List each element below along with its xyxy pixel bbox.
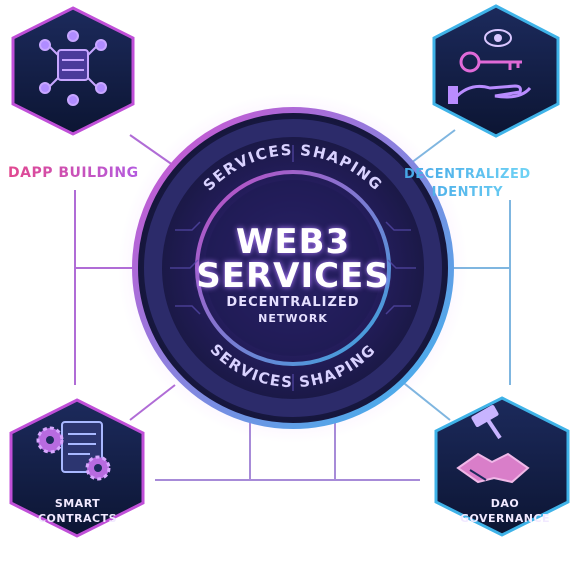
hex-dao-governance — [434, 396, 570, 537]
label-dao-governance: DAO GOVERNANCE — [430, 496, 580, 526]
center-subtitle-decentralized: DECENTRALIZED — [226, 295, 360, 310]
center-title-web3: WEB3 — [235, 222, 351, 262]
label-dao-line1: DAO — [490, 497, 520, 510]
center-subtitle-network: NETWORK — [258, 312, 328, 325]
gavel-handshake-icon — [456, 405, 530, 484]
label-smart-line1: SMART — [54, 497, 101, 510]
label-identity-line1: DECENTRALIZED — [404, 167, 531, 182]
connector-smart — [129, 384, 176, 421]
server-network-icon — [39, 30, 107, 106]
gears-scroll-icon — [36, 421, 111, 481]
label-identity-line2: IDENTITY — [431, 185, 503, 200]
central-badge — [118, 93, 468, 443]
label-decentralized-identity: DECENTRALIZED IDENTITY — [404, 166, 531, 202]
eye-key-hand-icon — [448, 29, 532, 104]
hex-decentralized-identity — [432, 4, 560, 138]
label-dao-line2: GOVERNANCE — [459, 512, 551, 525]
label-dapp-building: DAPP BUILDING — [8, 165, 139, 181]
circuit-traces — [170, 145, 416, 391]
label-smart-line2: CONTRACTS — [37, 512, 118, 525]
center-title-services: SERVICES — [196, 256, 390, 296]
hex-smart-contracts — [9, 398, 145, 538]
label-smart-contracts: SMART CONTRACTS — [0, 496, 155, 526]
hex-dapp-building — [11, 6, 135, 136]
